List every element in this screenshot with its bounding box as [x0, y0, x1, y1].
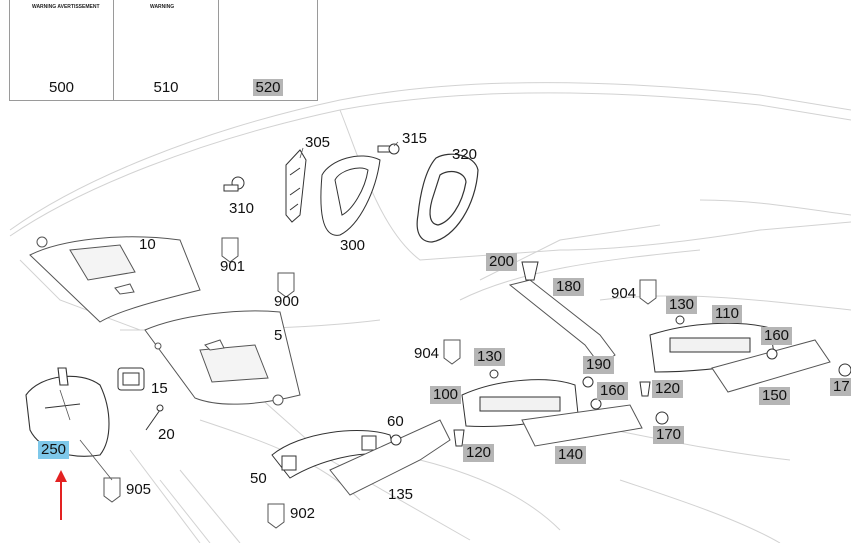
part-label-120-right[interactable]: 120	[652, 380, 684, 398]
part-label-170[interactable]: 170	[653, 426, 685, 444]
part-label-20[interactable]: 20	[158, 426, 175, 443]
panel-520-number: 520	[253, 79, 283, 96]
part-label-60[interactable]: 60	[387, 413, 404, 430]
part-label-901[interactable]: 901	[220, 258, 246, 275]
part-5-sunvisor	[144, 310, 301, 406]
part-label-150[interactable]: 150	[759, 387, 791, 405]
part-label-305[interactable]: 305	[305, 134, 331, 151]
part-label-905[interactable]: 905	[126, 481, 152, 498]
part-label-130-right[interactable]: 130	[666, 296, 698, 314]
part-label-5[interactable]: 5	[274, 327, 283, 344]
part-300-handle	[320, 155, 381, 236]
part-135-bracket	[329, 419, 451, 496]
panel-520[interactable]: 520	[218, 0, 318, 101]
part-label-190[interactable]: 190	[583, 356, 615, 374]
part-label-904-right[interactable]: 904	[611, 285, 637, 302]
part-140-bracket	[521, 404, 643, 447]
part-label-10[interactable]: 10	[139, 236, 156, 253]
leader-lines	[59, 141, 399, 481]
part-label-320[interactable]: 320	[452, 146, 478, 163]
part-15-clip	[117, 367, 145, 391]
clip-placeholders	[103, 237, 657, 529]
part-label-15[interactable]: 15	[151, 380, 168, 397]
part-label-900[interactable]: 900	[274, 293, 300, 310]
part-label-310[interactable]: 310	[229, 200, 255, 217]
part-label-130-left[interactable]: 130	[474, 348, 506, 366]
part-label-200[interactable]: 200	[486, 253, 518, 271]
part-label-902[interactable]: 902	[290, 505, 316, 522]
part-150-bracket	[711, 339, 831, 393]
panel-500[interactable]: 500	[9, 0, 114, 101]
part-label-140[interactable]: 140	[555, 446, 587, 464]
pointer-arrow	[55, 470, 67, 520]
part-label-315[interactable]: 315	[402, 130, 428, 147]
part-label-120-left[interactable]: 120	[463, 444, 495, 462]
part-20-screw	[145, 404, 164, 431]
part-320-frame	[416, 153, 479, 243]
part-label-180[interactable]: 180	[553, 278, 585, 296]
part-50-handle	[271, 430, 396, 479]
part-label-110[interactable]: 110	[712, 305, 742, 323]
part-305-bracket	[285, 149, 307, 223]
part-label-300[interactable]: 300	[340, 237, 366, 254]
part-label-160-right[interactable]: 160	[761, 327, 793, 345]
warning-title-510: WARNING	[150, 4, 175, 10]
screws	[223, 143, 400, 192]
part-label-904-left[interactable]: 904	[414, 345, 440, 362]
part-10-sunvisor	[29, 236, 201, 323]
part-label-250[interactable]: 250	[38, 441, 70, 459]
part-label-50[interactable]: 50	[250, 470, 267, 487]
part-label-135[interactable]: 135	[388, 486, 414, 503]
part-label-17[interactable]: 17	[830, 378, 851, 396]
panel-500-number: 500	[48, 79, 75, 96]
small-fasteners	[390, 261, 851, 447]
panel-510[interactable]: 510	[113, 0, 219, 101]
warning-title-500: WARNING AVERTISSEMENT	[32, 4, 100, 10]
part-label-160-left[interactable]: 160	[597, 382, 629, 400]
part-label-100[interactable]: 100	[430, 386, 462, 404]
panel-510-number: 510	[153, 79, 179, 96]
